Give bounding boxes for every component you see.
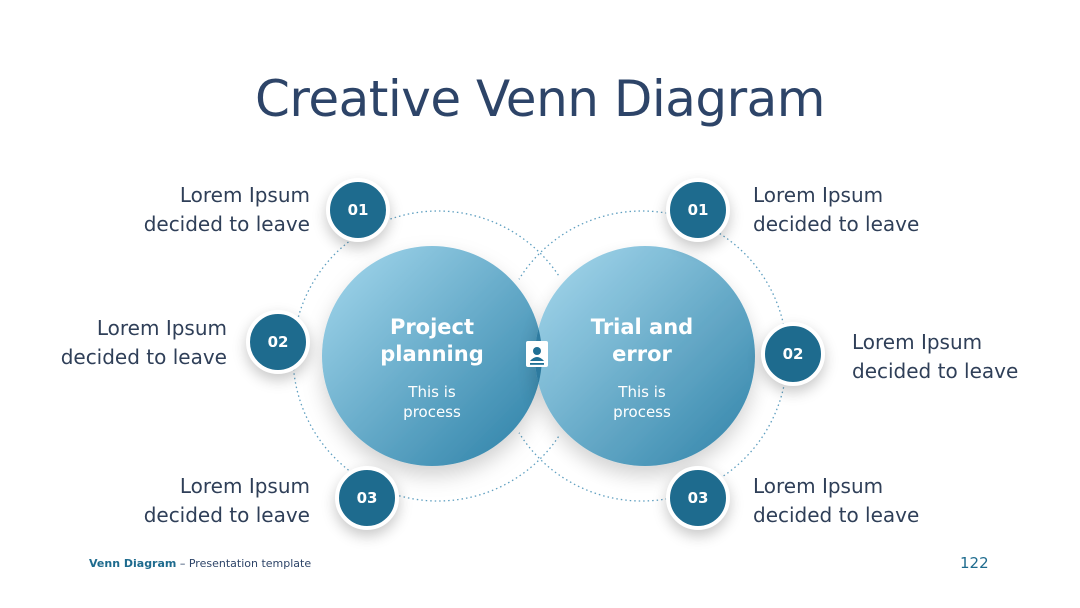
right-label-01: Lorem Ipsum decided to leave <box>753 181 919 239</box>
page-number: 122 <box>960 554 989 572</box>
left-circle-subtitle: This is process <box>362 382 502 422</box>
right-label-03-line2: decided to leave <box>753 503 920 527</box>
right-label-02: Lorem Ipsum decided to leave <box>852 328 1018 386</box>
left-badge-02: 02 <box>246 310 310 374</box>
right-label-02-line2: decided to leave <box>852 359 1019 383</box>
right-badge-01: 01 <box>666 178 730 242</box>
left-venn-circle <box>322 246 542 466</box>
footer-bold: Venn Diagram <box>89 557 177 570</box>
left-label-03-line1: Lorem Ipsum <box>179 474 310 498</box>
left-label-02-line2: decided to leave <box>60 345 227 369</box>
left-label-02: Lorem Ipsum decided to leave <box>61 314 227 372</box>
slide-footer: Venn Diagram – Presentation template <box>89 557 311 570</box>
right-circle-title: Trial and error <box>562 314 722 368</box>
left-circle-title-line1: Project <box>389 315 475 339</box>
right-label-01-line2: decided to leave <box>753 212 920 236</box>
right-label-03: Lorem Ipsum decided to leave <box>753 472 919 530</box>
right-label-01-line1: Lorem Ipsum <box>753 183 884 207</box>
right-badge-02: 02 <box>761 322 825 386</box>
left-circle-title: Project planning <box>352 314 512 368</box>
left-circle-sub-line2: process <box>403 403 461 421</box>
right-label-03-line1: Lorem Ipsum <box>753 474 884 498</box>
footer-rest: – Presentation template <box>176 557 312 570</box>
left-badge-01: 01 <box>326 178 390 242</box>
left-label-03: Lorem Ipsum decided to leave <box>144 472 310 530</box>
left-label-02-line1: Lorem Ipsum <box>96 316 227 340</box>
right-circle-title-line1: Trial and <box>590 315 694 339</box>
left-label-01-line2: decided to leave <box>143 212 310 236</box>
slide-title: Creative Venn Diagram <box>254 70 826 128</box>
left-label-01-line1: Lorem Ipsum <box>179 183 310 207</box>
left-circle-sub-line1: This is <box>408 383 456 401</box>
contact-book-icon <box>526 341 548 367</box>
left-badge-03: 03 <box>335 466 399 530</box>
right-circle-sub-line1: This is <box>618 383 666 401</box>
right-badge-03: 03 <box>666 466 730 530</box>
right-venn-circle <box>535 246 755 466</box>
left-label-01: Lorem Ipsum decided to leave <box>144 181 310 239</box>
right-label-02-line1: Lorem Ipsum <box>852 330 983 354</box>
right-circle-subtitle: This is process <box>572 382 712 422</box>
left-label-03-line2: decided to leave <box>143 503 310 527</box>
right-circle-sub-line2: process <box>613 403 671 421</box>
left-circle-title-line2: planning <box>380 342 484 366</box>
right-circle-title-line2: error <box>612 342 672 366</box>
